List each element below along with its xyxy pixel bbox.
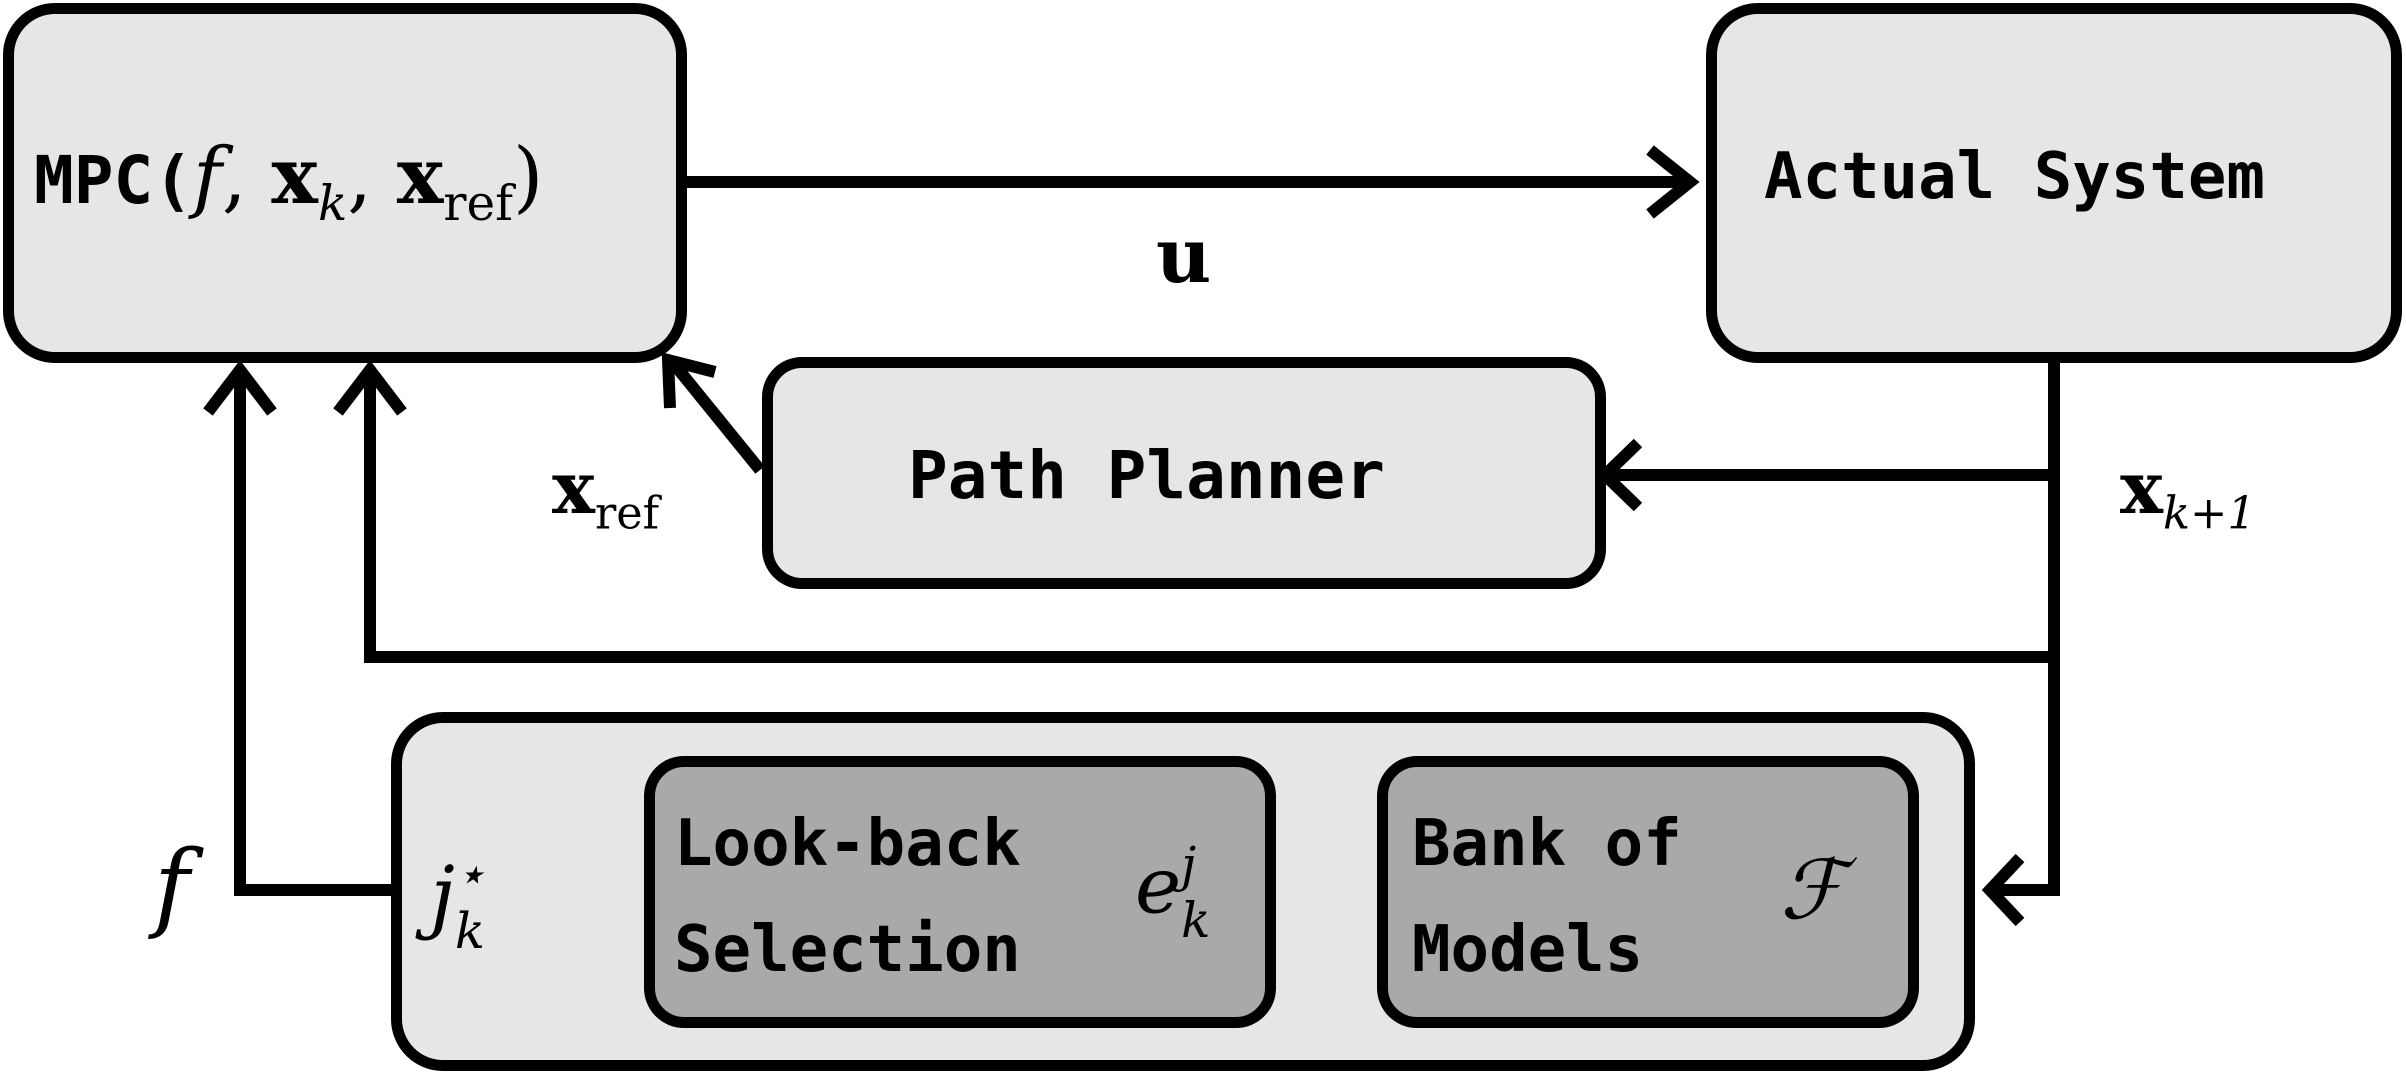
model-family-symbol: ℱ — [1780, 843, 1845, 938]
look-back-selection-block — [644, 756, 1276, 1028]
mpc-block — [3, 3, 687, 363]
reference-sub: ref — [594, 487, 660, 540]
mpc-suffix: ) — [513, 132, 544, 222]
error-base: e — [1135, 841, 1182, 932]
bank-of-models-block — [1377, 756, 1919, 1028]
mpc-sep2: , — [347, 132, 373, 222]
arrowhead-bank — [1981, 853, 2025, 927]
control-input-u: u — [1156, 211, 1212, 300]
mpc-xref-sub: ref — [443, 175, 513, 232]
mpc-x-sub: k — [317, 175, 348, 232]
look-back-line2: Selection — [674, 913, 1021, 987]
actual-system-label: Actual System — [1764, 140, 2265, 214]
selected-index-sup: ⋆ — [454, 845, 486, 903]
arrow-x-ref — [669, 360, 765, 474]
mpc-sep1: , — [221, 132, 247, 222]
error-sup: j — [1181, 837, 1197, 893]
bank-line2: Models — [1412, 913, 1644, 987]
arrowhead-f — [203, 360, 277, 416]
arrowhead-x-ref — [661, 352, 717, 409]
reference-base: x — [552, 445, 595, 530]
actual-system-block — [1706, 3, 2402, 363]
feedback-line-x-next — [1990, 360, 2060, 896]
mpc-x: x — [271, 131, 318, 222]
next-state-sub: k+1 — [2162, 487, 2256, 540]
bank-line1: Bank of — [1412, 807, 1682, 881]
selected-index-base: j — [430, 849, 455, 943]
look-back-line1: Look-back — [674, 807, 1021, 881]
selected-model-index: j⋆k — [430, 845, 486, 961]
arrowhead-u — [1646, 145, 1700, 219]
path-planner-label: Path Planner — [908, 437, 1385, 514]
mpc-label: MPC(f, xk, xref) — [34, 138, 543, 229]
next-state-label: xk+1 — [2120, 452, 2256, 536]
model-f-label: f — [154, 830, 190, 942]
path-planner-block — [762, 357, 1606, 589]
arrowhead-mpc-state — [333, 360, 407, 416]
next-state-base: x — [2120, 445, 2163, 530]
selected-index-sub: k — [454, 902, 485, 961]
mpc-prefix: MPC( — [34, 142, 193, 219]
branch-mpc-state — [364, 368, 2054, 663]
reference-label: xref — [552, 452, 659, 536]
mpc-xref: x — [396, 131, 444, 222]
mpc-f: f — [192, 132, 222, 222]
arrow-f — [234, 368, 393, 896]
error-sub: k — [1181, 892, 1211, 949]
